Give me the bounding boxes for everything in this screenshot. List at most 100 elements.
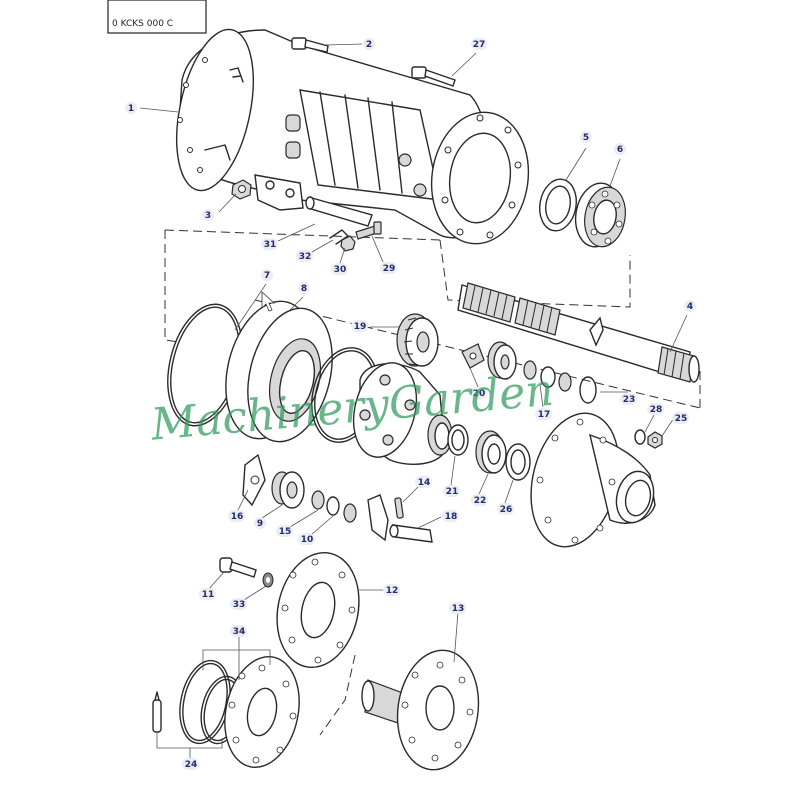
part-thrust-washer-20	[461, 343, 485, 369]
callout-31: 31	[261, 238, 278, 250]
svg-text:3: 3	[205, 211, 211, 221]
callout-33: 33	[230, 598, 247, 610]
part-thrust-washer-16	[242, 453, 266, 507]
part-gear-20	[487, 341, 517, 380]
callout-13: 13	[449, 602, 466, 614]
svg-text:34: 34	[233, 627, 246, 637]
svg-text:16: 16	[231, 512, 244, 522]
part-seal-26	[505, 443, 531, 481]
part-ring-5	[539, 178, 577, 232]
part-cir-23	[579, 376, 597, 404]
svg-text:10: 10	[301, 535, 314, 545]
part-dowel-24	[152, 691, 162, 733]
leader-lines	[139, 43, 688, 758]
part-bolt-11	[219, 557, 257, 578]
part-bearing-6	[574, 182, 626, 248]
callout-34: 34	[230, 625, 247, 637]
callout-12: 12	[383, 584, 400, 596]
svg-text:30: 30	[334, 265, 347, 275]
part-needle-rollers-15	[311, 490, 357, 523]
svg-text:29: 29	[383, 264, 396, 274]
part-shaft-18	[389, 524, 433, 543]
svg-text:4: 4	[687, 302, 693, 312]
callouts: 1 2 27 3 31 32 30 29 5 6 4 7 8 19 20 17 …	[125, 38, 696, 770]
callout-6: 6	[614, 143, 626, 155]
part-pin-31	[305, 196, 373, 227]
callout-29: 29	[380, 262, 397, 274]
svg-text:22: 22	[474, 496, 487, 506]
callout-1: 1	[125, 102, 137, 114]
callout-26: 26	[497, 503, 514, 515]
svg-text:23: 23	[623, 395, 636, 405]
callout-27: 27	[471, 38, 487, 50]
part-axle-housing	[176, 28, 530, 245]
part-shaft-4	[457, 282, 700, 383]
svg-text:19: 19	[354, 322, 367, 332]
svg-text:25: 25	[675, 414, 688, 424]
part-bolt-29	[355, 221, 382, 240]
svg-text:21: 21	[446, 487, 459, 497]
callout-7: 7	[261, 269, 273, 281]
callout-16: 16	[228, 510, 245, 522]
svg-text:1: 1	[128, 104, 134, 114]
svg-text:26: 26	[500, 505, 513, 515]
part-axle-flange-13	[361, 649, 480, 771]
callout-15: 15	[276, 525, 293, 537]
callout-19: 19	[351, 320, 368, 332]
svg-text:8: 8	[301, 284, 307, 294]
part-bolt-2	[291, 37, 329, 53]
svg-text:11: 11	[202, 590, 215, 600]
part-bearing-22	[475, 430, 507, 474]
callout-28: 28	[647, 403, 664, 415]
svg-text:5: 5	[583, 133, 589, 143]
mouse-cursor-icon	[261, 291, 276, 312]
callout-32: 32	[296, 250, 313, 262]
part-gear-9	[271, 471, 305, 509]
part-pin-14	[394, 497, 404, 519]
part-o-rings-34	[179, 659, 244, 745]
callout-24: 24	[182, 758, 199, 770]
callout-25: 25	[672, 412, 689, 424]
svg-text:13: 13	[452, 604, 465, 614]
part-gear-19	[396, 313, 439, 367]
svg-text:27: 27	[473, 40, 486, 50]
part-washer-33	[262, 572, 274, 588]
part-nut-3	[231, 179, 252, 200]
svg-text:6: 6	[617, 145, 623, 155]
callout-22: 22	[471, 494, 488, 506]
callout-5: 5	[580, 131, 592, 143]
part-washer-large	[367, 494, 389, 542]
callout-18: 18	[442, 510, 459, 522]
svg-text:33: 33	[233, 600, 246, 610]
part-ring-gear-8	[225, 300, 333, 443]
svg-text:24: 24	[185, 760, 198, 770]
svg-text:32: 32	[299, 252, 312, 262]
part-bolt-27	[411, 66, 456, 87]
part-washer-28	[634, 429, 646, 445]
part-nut-30	[340, 235, 356, 252]
callout-3: 3	[202, 209, 214, 221]
part-flange-12	[276, 551, 360, 669]
part-needle-rollers-17	[523, 360, 572, 392]
callout-10: 10	[298, 533, 315, 545]
callout-9: 9	[254, 517, 266, 529]
callout-8: 8	[298, 282, 310, 294]
callout-21: 21	[443, 485, 460, 497]
svg-text:20: 20	[473, 389, 486, 399]
svg-text:31: 31	[264, 240, 277, 250]
svg-text:18: 18	[445, 512, 458, 522]
svg-text:14: 14	[418, 478, 431, 488]
callout-14: 14	[415, 476, 432, 488]
svg-text:9: 9	[257, 519, 263, 529]
svg-text:2: 2	[366, 40, 372, 50]
callout-30: 30	[331, 263, 348, 275]
callout-17: 17	[535, 408, 552, 420]
reference-label: 0 KCKS 000 C	[112, 19, 173, 29]
part-planet-carrier	[352, 362, 453, 465]
part-nut-25	[647, 431, 663, 449]
part-hub-carrier	[530, 412, 656, 548]
callout-20: 20	[470, 387, 487, 399]
part-seal-21	[447, 424, 469, 456]
svg-text:28: 28	[650, 405, 663, 415]
svg-text:12: 12	[386, 586, 399, 596]
